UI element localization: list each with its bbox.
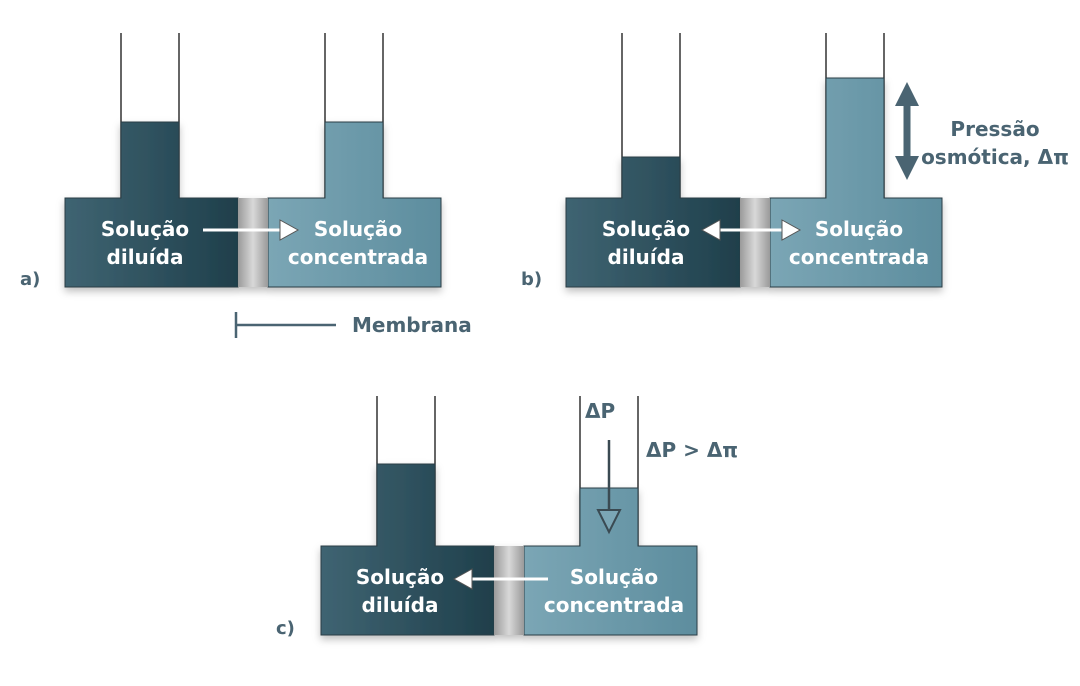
left-label-line1: Solução [602, 217, 690, 241]
right-label-line2: concentrada [789, 245, 929, 269]
pressure-condition-label: ΔP > Δπ [646, 438, 738, 462]
concentrated-solution-c [523, 487, 698, 636]
membrane-pointer [234, 312, 336, 338]
panel-b: Solução diluída Solução concentrada b) P… [521, 33, 1069, 290]
concentrated-solution-a [267, 121, 442, 288]
panel-label-a: a) [20, 269, 40, 290]
flow-arrow-both-b [700, 219, 802, 241]
osmotic-pressure-arrow [895, 82, 919, 180]
dilute-solution-b [565, 156, 741, 288]
right-label-line2: concentrada [288, 245, 428, 269]
flow-arrow-left-c [452, 568, 548, 590]
right-label-line2: concentrada [544, 593, 684, 617]
membrane-b [740, 198, 770, 287]
panel-label-c: c) [276, 618, 295, 639]
osmotic-pressure-line2: osmótica, Δπ [921, 145, 1069, 169]
applied-pressure-label: ΔP [585, 399, 615, 423]
left-label-line1: Solução [356, 565, 444, 589]
left-label-line2: diluída [362, 593, 439, 617]
panel-label-b: b) [521, 269, 542, 290]
dilute-solution-a [64, 121, 239, 288]
dilute-solution-c [320, 463, 495, 636]
left-label-line2: diluída [608, 245, 685, 269]
membrane-label: Membrana [352, 313, 472, 337]
panel-c: Solução diluída Solução concentrada ΔP Δ… [276, 396, 738, 639]
left-label-line1: Solução [101, 217, 189, 241]
concentrated-solution-b [769, 77, 943, 288]
right-label-line1: Solução [314, 217, 402, 241]
panel-a: Solução diluída Solução concentrada a) M… [20, 33, 472, 338]
membrane-a [238, 198, 268, 287]
flow-arrow-right-a [203, 219, 300, 241]
osmotic-pressure-line1: Pressão [950, 117, 1039, 141]
membrane-c [494, 546, 524, 635]
right-label-line1: Solução [570, 565, 658, 589]
left-label-line2: diluída [107, 245, 184, 269]
applied-pressure-arrow [596, 440, 622, 535]
right-label-line1: Solução [815, 217, 903, 241]
